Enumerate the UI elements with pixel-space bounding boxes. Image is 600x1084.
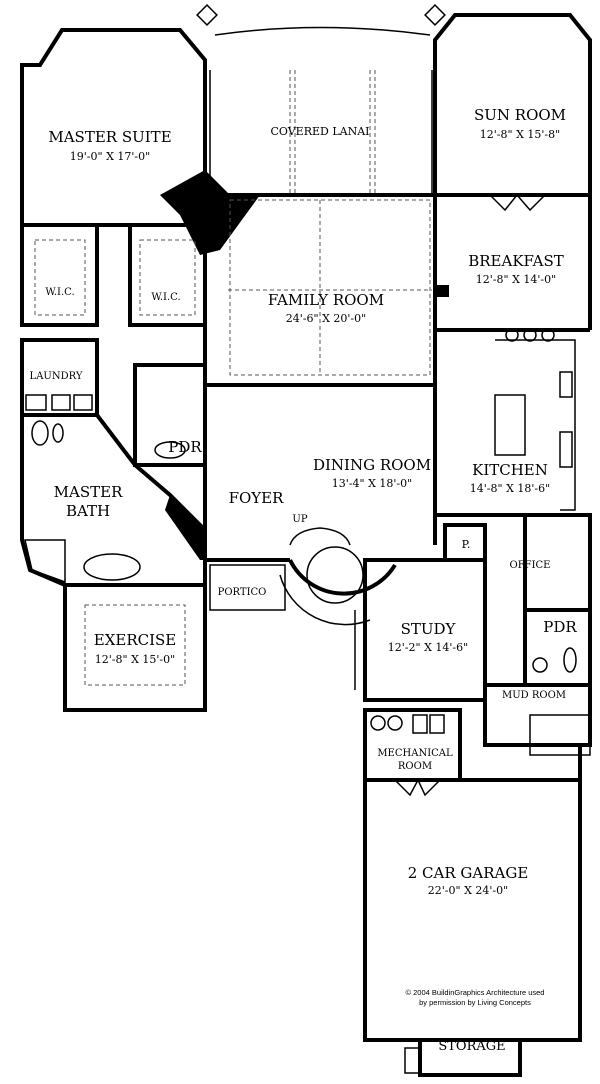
mud-room-label: MUD ROOM — [502, 690, 566, 701]
mechanical-room-label-2: ROOM — [398, 761, 432, 772]
covered-lanai-label: COVERED LANAI — [270, 125, 369, 138]
family-room-size: 24'-6" X 20'-0" — [286, 312, 366, 325]
wic-right-label: W.I.C. — [151, 292, 180, 303]
foyer-label: FOYER — [229, 489, 285, 507]
exercise-size: 12'-8" X 15'-0" — [95, 653, 175, 666]
sun-room-label: SUN ROOM — [474, 106, 566, 124]
mechanical-room-label: MECHANICAL — [377, 748, 453, 759]
pdr-right-label: PDR — [543, 618, 577, 636]
family-room-label: FAMILY ROOM — [268, 291, 384, 309]
kitchen-size: 14'-8" X 18'-6" — [470, 482, 550, 495]
exercise-label: EXERCISE — [94, 631, 177, 649]
master-bath-label-2: BATH — [66, 502, 110, 520]
garage-label: 2 CAR GARAGE — [408, 864, 529, 882]
garage-size: 22'-0" X 24'-0" — [428, 884, 508, 897]
study-size: 12'-2" X 14'-6" — [388, 641, 468, 654]
master-bath-label: MASTER — [54, 483, 123, 501]
kitchen-label: KITCHEN — [472, 461, 548, 479]
copyright-line-2: by permission by Living Concepts — [419, 998, 531, 1007]
storage-label: STORAGE — [438, 1039, 505, 1054]
master-suite-size: 19'-0" X 17'-0" — [70, 150, 150, 163]
wic-left-label: W.I.C. — [45, 287, 74, 298]
master-suite-label: MASTER SUITE — [48, 128, 171, 146]
sun-room-size: 12'-8" X 15'-8" — [480, 128, 560, 141]
breakfast-label: BREAKFAST — [468, 252, 564, 270]
study-label: STUDY — [401, 620, 457, 638]
dining-room-label: DINING ROOM — [313, 456, 431, 474]
walls — [20, 4, 592, 1077]
pantry-label: P. — [462, 538, 471, 551]
pdr-left-label: PDR — [168, 438, 202, 456]
room-labels: MASTER SUITE 19'-0" X 17'-0" COVERED LAN… — [30, 106, 578, 1054]
portico-label: PORTICO — [218, 587, 267, 598]
breakfast-size: 12'-8" X 14'-0" — [476, 273, 556, 286]
dining-room-size: 13'-4" X 18'-0" — [332, 477, 412, 490]
stairs-up-label: UP — [292, 514, 307, 525]
office-label: OFFICE — [510, 560, 551, 571]
copyright-line-1: © 2004 BuildinGraphics Architecture used — [406, 988, 545, 997]
laundry-label: LAUNDRY — [30, 371, 83, 382]
